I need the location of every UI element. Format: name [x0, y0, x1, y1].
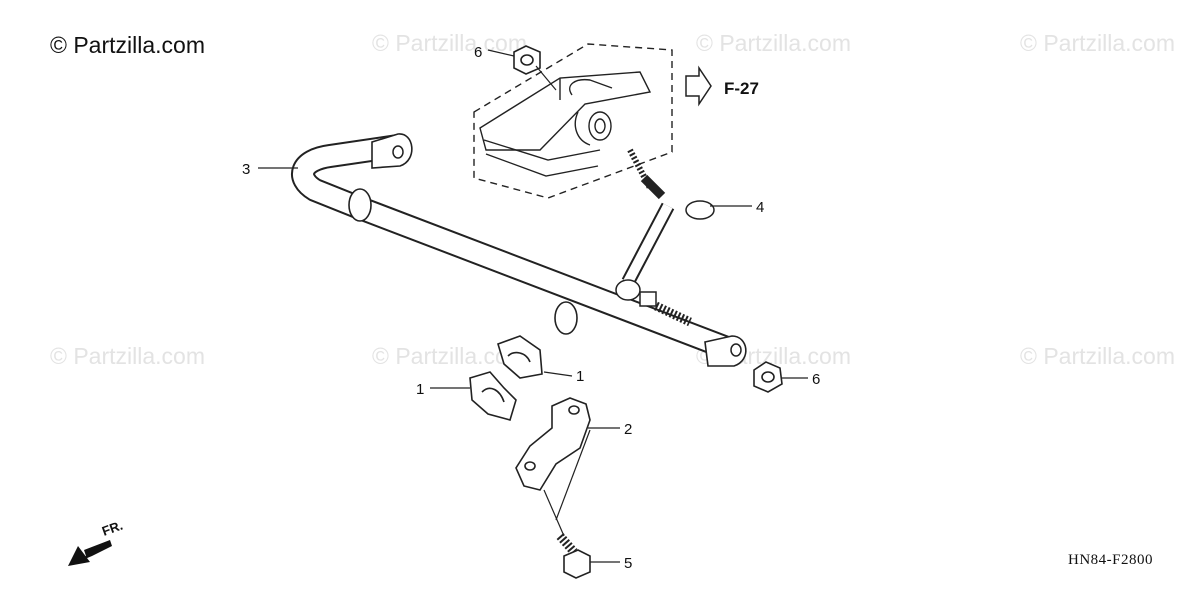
stabilizer-link [615, 148, 715, 327]
watermark: © Partzilla.com [696, 30, 851, 56]
watermark: © Partzilla.com [50, 343, 205, 369]
watermark: © Partzilla.com [372, 30, 527, 56]
copyright-notice: © Partzilla.com [50, 32, 205, 58]
bushing-icon [469, 371, 517, 421]
front-direction-arrow-icon [68, 540, 112, 566]
flange-bolt-icon [556, 533, 591, 579]
diagram-code: HN84-F2800 [1068, 552, 1154, 568]
callout-3: 3 [242, 161, 250, 178]
reference-label: F-27 [724, 79, 759, 98]
callout-4: 4 [756, 199, 764, 216]
bushing-icon [497, 335, 543, 379]
flange-nut-icon [753, 361, 783, 393]
bushing-holder-icon [515, 397, 591, 491]
callout-1: 1 [576, 368, 584, 385]
reference-arrow-icon [685, 65, 712, 107]
frame-reference [473, 43, 673, 199]
leader-lines [258, 49, 808, 563]
callout-6: 6 [474, 44, 482, 61]
watermark: © Partzilla.com [1020, 30, 1175, 56]
front-label: FR. [100, 518, 125, 539]
stabilizer-bar [291, 133, 747, 367]
callout-2: 2 [624, 421, 632, 438]
watermark: © Partzilla.com [1020, 343, 1175, 369]
flange-nut-icon [513, 45, 541, 75]
callout-6: 6 [812, 371, 820, 388]
callout-5: 5 [624, 555, 632, 572]
callout-1: 1 [416, 381, 424, 398]
